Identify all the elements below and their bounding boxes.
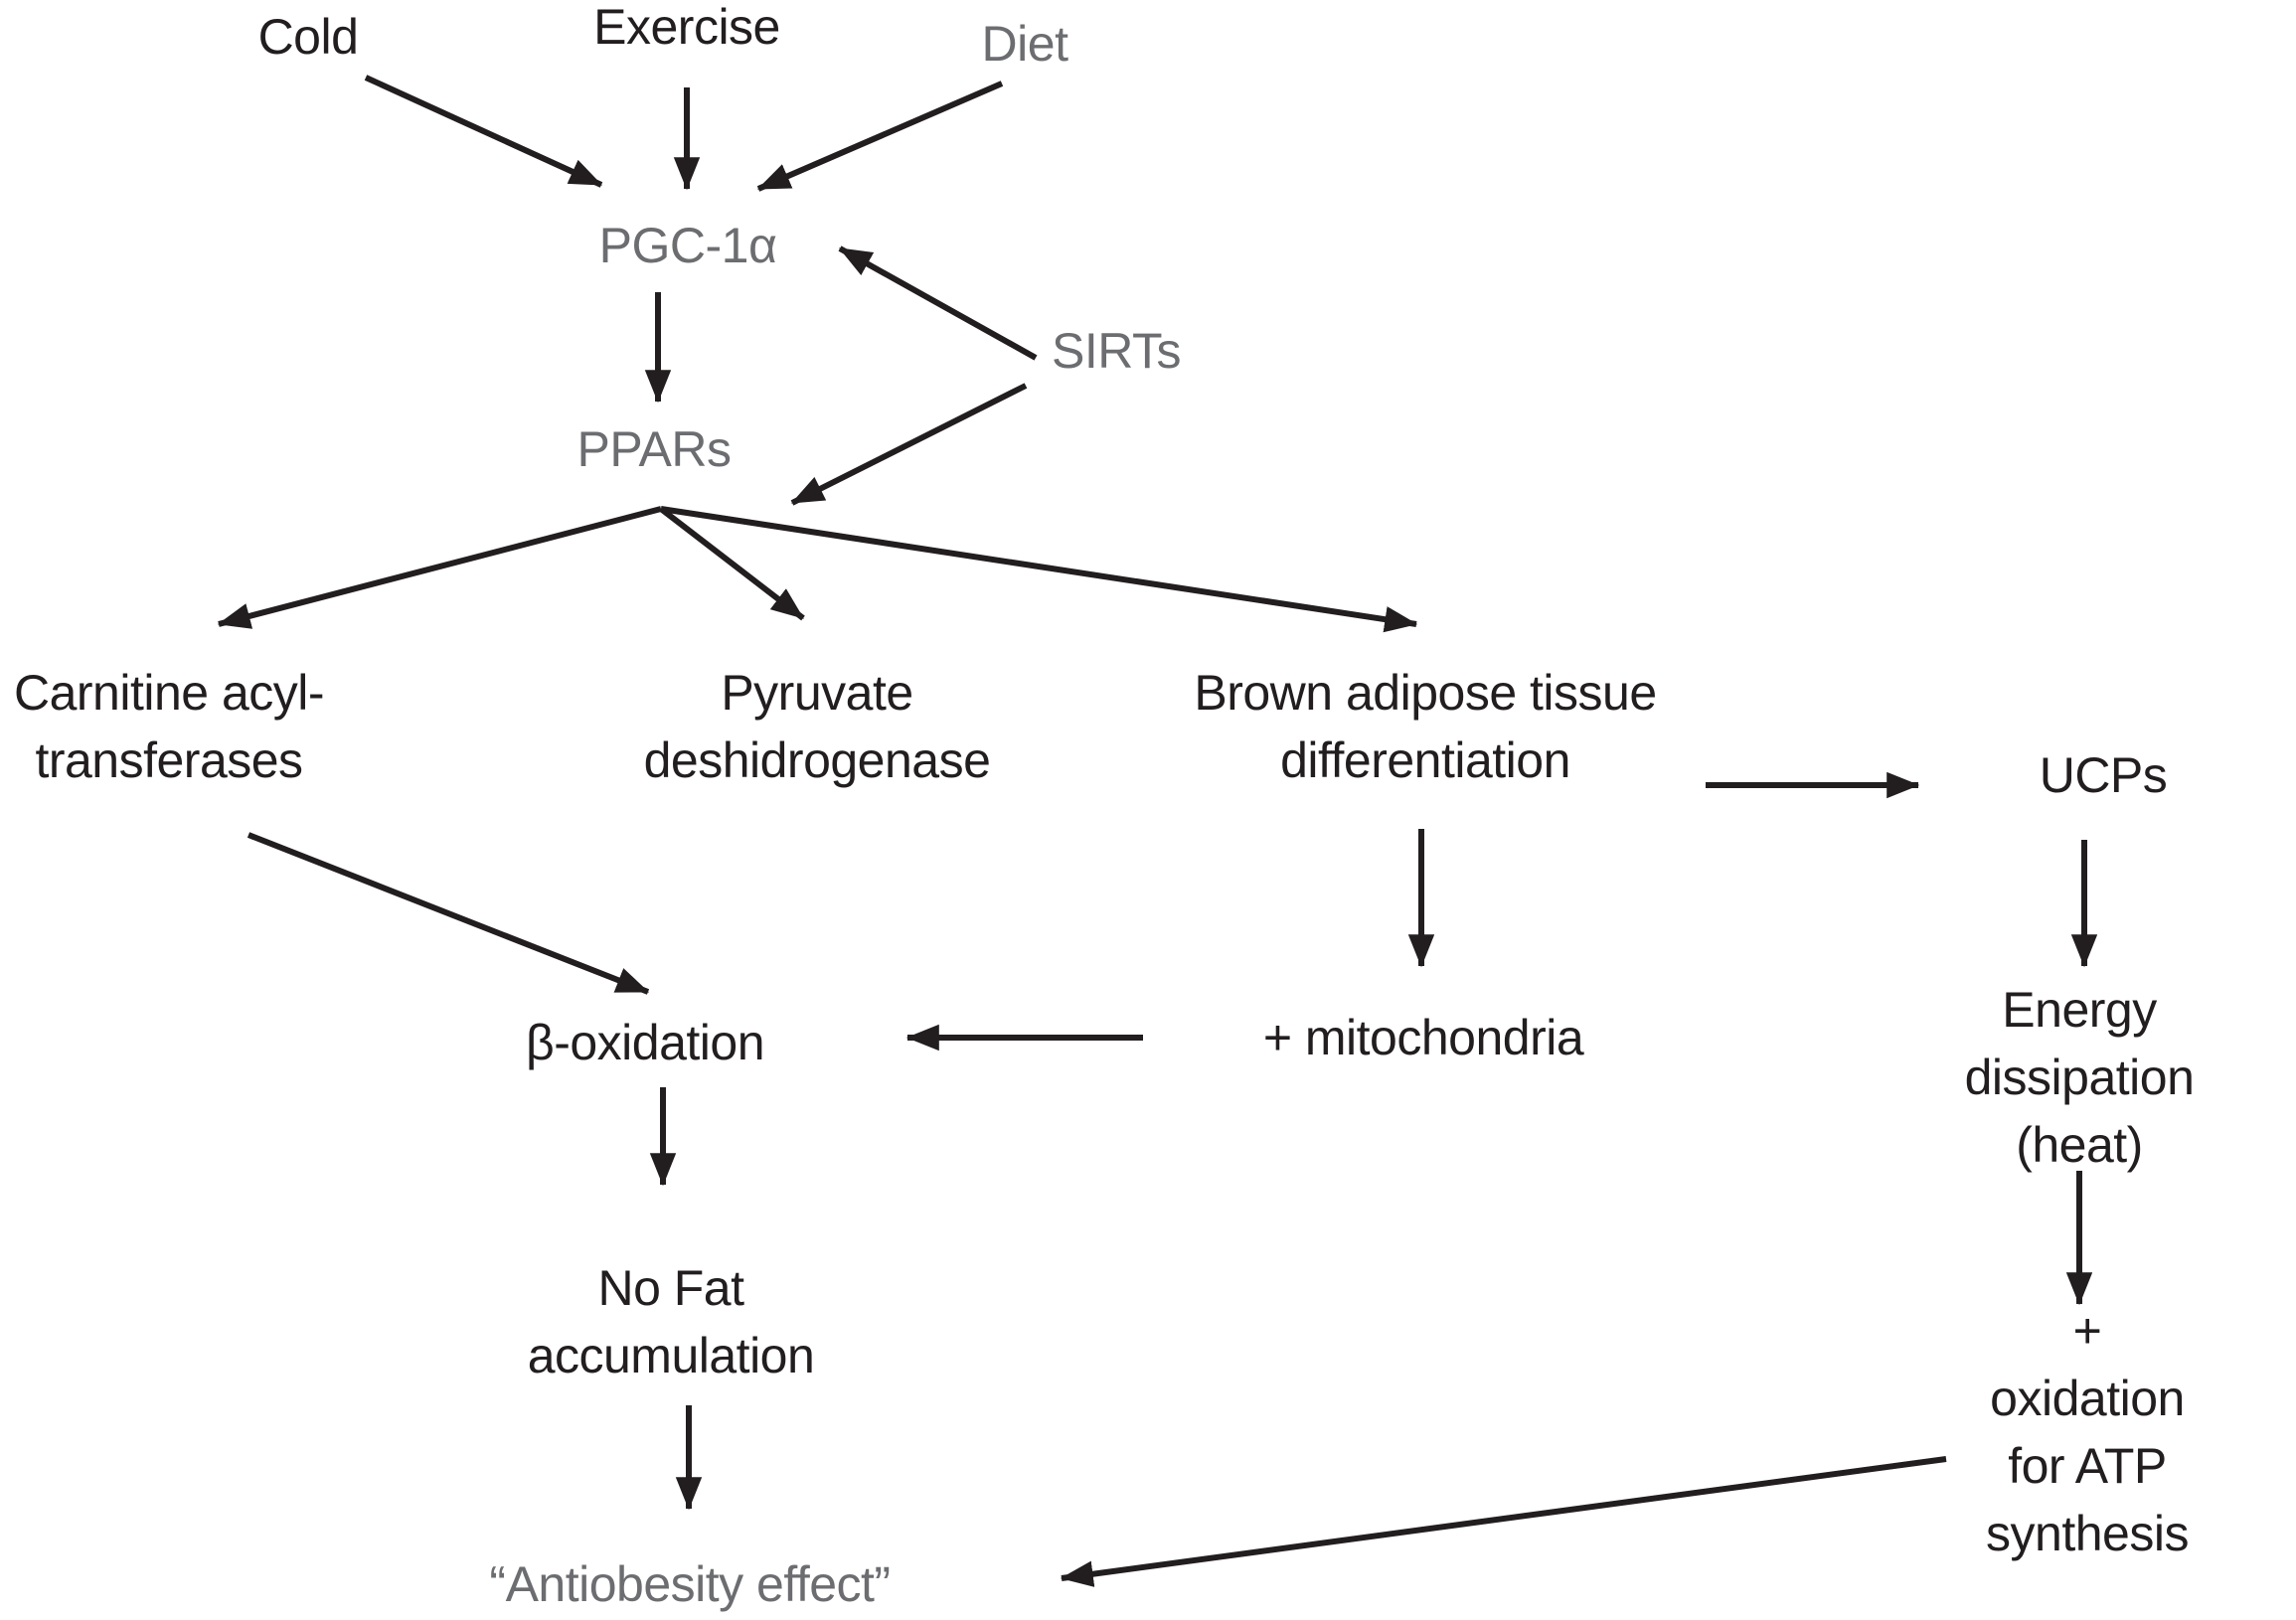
- arrow-carnitine-to-b-oxidation: [246, 832, 650, 995]
- node-b-oxidation: β-oxidation: [525, 1015, 765, 1070]
- arrow-sirts-to-pgc-1a: [838, 245, 1038, 361]
- arrow-ppars-to-carnitine: [217, 506, 662, 629]
- node-pgc-1a: PGC-1α: [598, 218, 777, 273]
- node-cold: Cold: [257, 9, 359, 65]
- arrow-ppars-to-bat: [660, 506, 1418, 633]
- node-bat: Brown adipose tissue differentiation: [1194, 665, 1657, 788]
- arrow-cold-to-pgc-1a: [364, 75, 603, 188]
- node-diet: Diet: [981, 16, 1068, 72]
- arrow-diet-to-pgc-1a: [756, 81, 1004, 192]
- node-no-fat: No Fat accumulation: [527, 1260, 815, 1383]
- arrow-sirts-to-ppars: [790, 383, 1028, 506]
- node-carnitine: Carnitine acyl- transferases: [13, 665, 325, 788]
- node-exercise: Exercise: [593, 0, 780, 55]
- arrow-ppars-to-pyruvate: [659, 506, 805, 621]
- node-ucps: UCPs: [2039, 747, 2168, 803]
- node-atp: + oxidation for ATP synthesis: [1986, 1303, 2189, 1561]
- node-ppars: PPARs: [576, 421, 732, 477]
- node-antiobesity: “Antiobesity effect”: [489, 1556, 891, 1612]
- arrow-group: [217, 75, 2098, 1587]
- node-sirts: SIRTs: [1052, 323, 1181, 379]
- arrow-atp-to-antiobesity: [1060, 1456, 1947, 1587]
- node-mitochondria: + mitochondria: [1262, 1010, 1584, 1065]
- node-pyruvate: Pyruvate deshidrogenase: [643, 665, 991, 788]
- node-energy: Energy dissipation (heat): [1964, 982, 2195, 1173]
